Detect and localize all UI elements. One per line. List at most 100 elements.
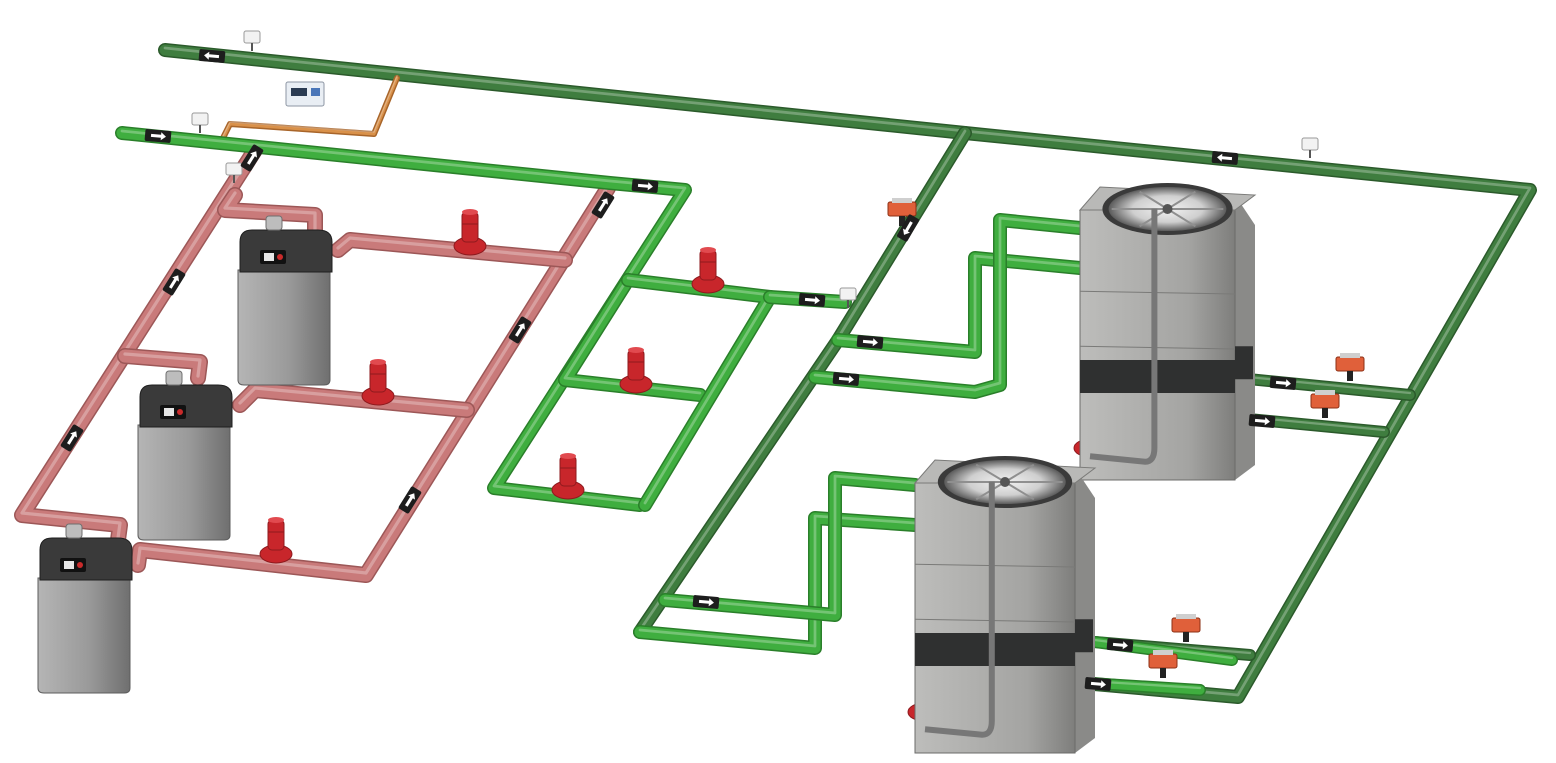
sensor-tower-supply-housing — [839, 287, 857, 301]
cooling-tower-1 — [1078, 183, 1257, 481]
flow-arrow-icon — [405, 493, 415, 507]
tower1-valve-upper-actuator — [1335, 356, 1365, 372]
cooling-tower-1-fan-blade — [1166, 208, 1196, 228]
boiler-2 — [137, 370, 233, 541]
cooling-tower-2-seam-2 — [914, 618, 1076, 623]
loop-pump-3-motor-cap — [560, 453, 576, 459]
tower1-valve-upper-actuator-cap — [1340, 353, 1360, 358]
flow-arrow-icon — [247, 151, 257, 165]
tower1-valve-upper — [1335, 353, 1365, 381]
controller-copper-line-highlight — [221, 75, 398, 139]
tower1-valve-lower-actuator — [1310, 393, 1340, 409]
tower2-valve-upper-actuator — [1171, 617, 1201, 633]
cooling-tower-1-body — [1079, 209, 1236, 481]
boiler2-header-highlight — [123, 352, 202, 378]
tower2-valve-lower-actuator — [1148, 653, 1178, 669]
tower1-valve-lower-stem — [1322, 408, 1328, 418]
cooling-tower-2-fan-blade — [1004, 463, 1035, 483]
boiler3-pump — [259, 517, 293, 564]
boiler-loop-right-riser-highlight — [136, 184, 610, 575]
cooling-tower-2-louver-side — [1075, 619, 1093, 653]
boiler-3-display-screen — [64, 561, 74, 569]
flow-arrow-icon — [1090, 680, 1106, 689]
controller-panel-icon — [285, 81, 325, 107]
controller-display — [291, 88, 307, 96]
boiler-3-flue — [65, 523, 83, 539]
loop-pump-branch-middle — [559, 274, 706, 401]
flow-arrow-icon — [698, 598, 714, 607]
tower2-supply-upper-highlight — [638, 514, 917, 648]
sensor-condenser-main-housing — [1301, 137, 1319, 151]
flow-arrow-icon — [204, 51, 220, 60]
arrow-to-towers — [798, 293, 826, 307]
flow-arrow-icon — [150, 132, 166, 141]
cooling-tower-2-body — [914, 482, 1076, 754]
cooling-tower-1-louver — [1080, 360, 1235, 393]
tower2-valve-lower-stem — [1160, 668, 1166, 678]
arrow-boiler-loop-right-low — [398, 486, 422, 514]
flow-arrow-icon — [1112, 641, 1128, 650]
controller-copper-lines — [219, 75, 400, 143]
tower2-valve-upper-stem — [1183, 632, 1189, 642]
tower2-valve-lower-actuator-cap — [1153, 650, 1173, 655]
sensor-primary-supply-housing — [191, 112, 209, 126]
boiler2-pump-motor — [369, 361, 387, 393]
sensor-condenser-main — [1301, 137, 1319, 158]
cooling-tower-1-seam-2 — [1079, 345, 1236, 350]
boiler-1-top — [239, 229, 333, 273]
loop-pump-3 — [551, 453, 585, 500]
tower1-return-branch-upper — [1233, 373, 1415, 400]
tower2-supply-upper — [634, 512, 921, 654]
cooling-tower-2-fan-hub — [1000, 477, 1010, 487]
cooling-tower-2-fan-blade — [975, 463, 1006, 483]
boiler1-pump — [453, 209, 487, 256]
cooling-tower-2-fan-blade — [1004, 481, 1035, 501]
boiler1-header-highlight — [223, 191, 317, 232]
loop-pump-2-motor-cap — [628, 347, 644, 353]
tower1-supply-lower-highlight — [813, 216, 1082, 392]
controller-copper-line — [220, 76, 399, 142]
boiler2-pump — [361, 359, 395, 406]
sensor-tower-supply — [839, 287, 857, 308]
tower1-supply-upper — [832, 252, 1086, 358]
boiler-loop-pipe-group — [14, 142, 616, 583]
flow-arrow-icon — [862, 338, 878, 347]
primary-supply-loop-highlight — [120, 129, 687, 505]
cooling-tower-1-drop-pipe — [1089, 208, 1158, 465]
tower1-valve-lower-actuator-cap — [1315, 390, 1335, 395]
flow-arrow-icon — [1217, 153, 1233, 162]
loop-pump-1-motor — [699, 249, 717, 281]
boiler2-header — [118, 349, 207, 385]
sensor-boiler-loop-housing — [225, 162, 243, 176]
boiler-2-display-screen — [164, 408, 174, 416]
boiler1-pump-motor — [461, 211, 479, 243]
loop-pump-1 — [691, 247, 725, 294]
arrow-primary-supply — [144, 129, 172, 143]
cooling-tower-2 — [913, 456, 1097, 754]
condenser-bypass-valve-actuator-cap — [892, 198, 912, 203]
flow-arrow-icon — [1254, 417, 1270, 426]
boiler-3-status-led — [77, 562, 83, 568]
boiler-3 — [37, 523, 133, 694]
tower1-supply-upper-highlight — [836, 254, 1082, 352]
arrow-condenser-main — [1211, 151, 1239, 165]
arrow-tower1-outlet-upper — [1269, 376, 1297, 390]
boiler-2-flue — [165, 370, 183, 386]
flow-arrow-icon — [637, 182, 653, 191]
loop-pump-2-motor — [627, 349, 645, 381]
tower2-supply-lower-highlight — [663, 474, 917, 615]
arrow-boiler-loop-right — [591, 191, 615, 219]
arrow-boiler-loop-left-mid — [162, 268, 186, 296]
sensor-condenser-return — [243, 30, 261, 51]
arrow-tower1-outlet-lower — [1248, 414, 1276, 428]
cooling-tower-2-seam-1 — [914, 563, 1076, 568]
boiler-1-body — [237, 269, 331, 386]
tower2-valve-upper-actuator-cap — [1176, 614, 1196, 619]
equipment-group — [37, 30, 1365, 754]
flow-arrow-icon — [67, 431, 77, 445]
loop-pump-1-motor-cap — [700, 247, 716, 253]
flow-arrow-icon — [515, 323, 525, 337]
boiler2-return — [233, 383, 474, 417]
flow-arrow-icon — [804, 296, 820, 305]
